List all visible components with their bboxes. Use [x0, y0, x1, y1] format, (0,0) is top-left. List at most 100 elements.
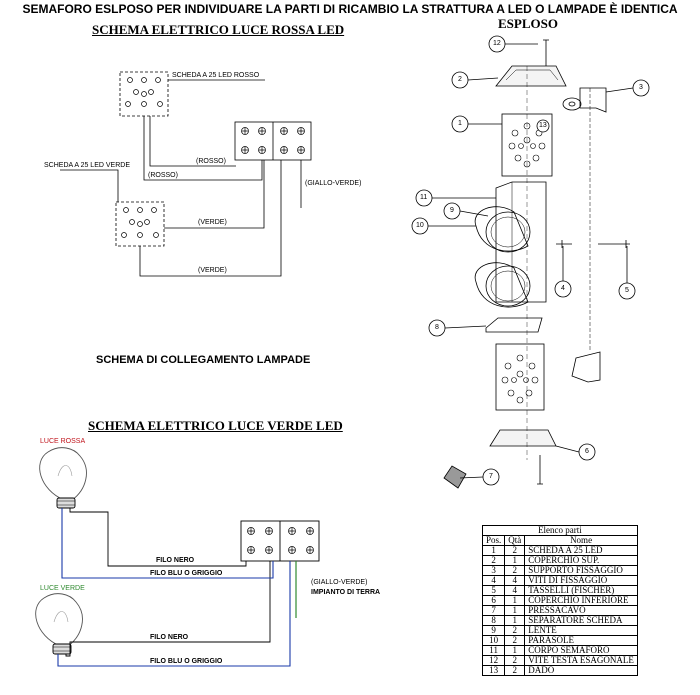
cell-name: SUPPORTO FISSAGGIO: [524, 565, 638, 576]
cell-name: COPERCHIO SUP.: [524, 555, 638, 566]
label-filo-blu-2: FILO BLU O GRIGGIO: [150, 658, 223, 665]
cell-qty: 2: [504, 565, 526, 576]
cell-qty: 1: [504, 555, 526, 566]
callout-13: 13: [539, 122, 547, 129]
label-filo-nero-2: FILO NERO: [150, 634, 189, 641]
label-ground-top: (GIALLO-VERDE): [305, 180, 362, 187]
green-led-dots: [121, 207, 159, 238]
parts-table-title: Elenco parti: [482, 525, 638, 536]
cell-pos: 9: [481, 625, 506, 636]
label-ground-1: (GIALLO-VERDE): [311, 579, 368, 586]
label-lamp-red: LUCE ROSSA: [40, 438, 86, 445]
red-lamp-base: [56, 497, 76, 509]
callout-8: 8: [435, 324, 439, 331]
callout-12: 12: [493, 40, 501, 47]
visor-10-top: [474, 206, 529, 252]
cell-qty: 2: [504, 625, 526, 636]
label-rosso-2: (ROSSO): [148, 172, 178, 179]
callout-3: 3: [639, 84, 643, 91]
header-name: Nome: [524, 535, 638, 546]
cell-name: SCHEDA A 25 LED: [524, 545, 638, 556]
lens-9-bottom: [485, 265, 531, 307]
separator-8: [485, 317, 543, 333]
label-board-red: SCHEDA A 25 LED ROSSO: [172, 72, 260, 79]
callout-4: 4: [561, 285, 565, 292]
wire-nero-1: [69, 508, 247, 567]
page-header: SEMAFORO ESLPOSO PER INDIVIDUARE LA PART…: [22, 2, 678, 16]
cell-name: PARASOLE: [524, 635, 638, 646]
callout-9: 9: [450, 207, 454, 214]
header-qty: Qtà: [504, 535, 526, 546]
wire-verde-2: [139, 160, 282, 277]
cell-pos: 5: [481, 585, 506, 596]
cell-qty: 2: [504, 545, 526, 556]
cell-qty: 4: [504, 575, 526, 586]
lamp-section-title: SCHEMA DI COLLEGAMENTO LAMPADE: [96, 354, 311, 366]
cell-name: CORPO SEMAFORO: [524, 645, 638, 656]
cell-pos: 6: [481, 595, 506, 606]
bracket-3-lower: [571, 351, 601, 383]
cell-qty: 2: [504, 665, 526, 676]
header-pos: Pos.: [481, 535, 506, 546]
top-cover-2: [495, 65, 567, 87]
cell-qty: 1: [504, 615, 526, 626]
cell-name: COPERCHIO INFERIORE: [524, 595, 638, 606]
bracket-3: [579, 87, 607, 113]
cell-qty: 1: [504, 605, 526, 616]
wire-blu-1: [61, 508, 274, 579]
wire-verde-1: [164, 160, 265, 229]
label-board-green: SCHEDA A 25 LED VERDE: [44, 162, 130, 169]
label-verde-2: (VERDE): [198, 267, 227, 274]
cell-name: DADO: [524, 665, 638, 676]
cell-qty: 1: [504, 595, 526, 606]
label-filo-nero-1: FILO NERO: [156, 557, 195, 564]
wire-rosso-1: [149, 116, 236, 167]
red-led-board: [119, 71, 169, 117]
cell-pos: 8: [481, 615, 506, 626]
callout-10: 10: [416, 222, 424, 229]
cell-name: SEPARATORE SCHEDA: [524, 615, 638, 626]
cell-qty: 1: [504, 645, 526, 656]
callout-6: 6: [585, 448, 589, 455]
cell-qty: 2: [504, 655, 526, 666]
callout-2: 2: [458, 76, 462, 83]
blue-wires: [57, 508, 291, 667]
red-led-dots: [125, 77, 163, 107]
lens-9-top: [485, 211, 531, 253]
label-ground-2: IMPIANTO DI TERRA: [311, 589, 381, 596]
exploded-title: ESPLOSO: [498, 16, 558, 31]
wire-blu-2: [57, 561, 291, 667]
led-board-lower: [495, 343, 545, 411]
anchor-5: [598, 240, 630, 248]
cell-qty: 2: [504, 635, 526, 646]
screw-4: [556, 240, 572, 248]
callout-1: 1: [458, 120, 462, 127]
bottom-cover-6: [489, 429, 557, 447]
exploded-view: [443, 39, 630, 489]
cell-pos: 13: [481, 665, 506, 676]
cell-pos: 10: [481, 635, 506, 646]
cell-pos: 11: [481, 645, 506, 656]
green-led-board: [115, 201, 165, 247]
green-lamp-base: [52, 643, 72, 655]
cell-pos: 2: [481, 555, 506, 566]
cell-name: TASSELLI (FISCHER): [524, 585, 638, 596]
screw-12: [543, 39, 549, 66]
screw-bottom: [537, 455, 543, 485]
lamp-schematic: [35, 447, 320, 657]
cell-pos: 4: [481, 575, 506, 586]
wire-green-label: [60, 169, 119, 202]
red-lamp-bulb: [39, 447, 87, 501]
cell-name: LENTE: [524, 625, 638, 636]
